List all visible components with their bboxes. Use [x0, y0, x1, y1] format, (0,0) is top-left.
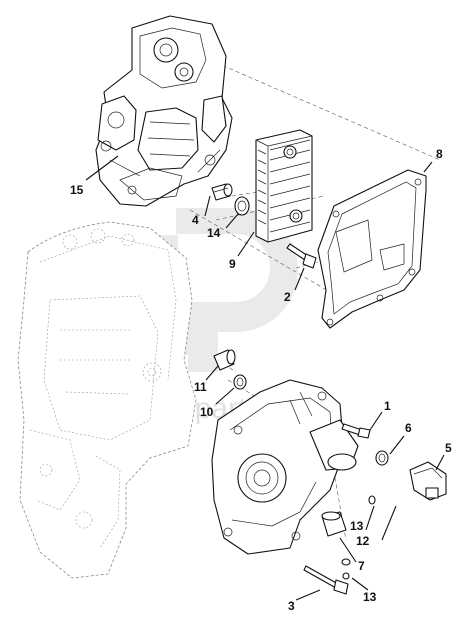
- part-12-plug: [321, 511, 347, 537]
- part-10-o-ring: [233, 374, 247, 390]
- callout-1: 1: [384, 399, 391, 413]
- callout-5: 5: [445, 441, 452, 455]
- callout-8: 8: [436, 147, 443, 161]
- callout-14: 14: [207, 226, 221, 240]
- callout-12: 12: [356, 534, 370, 548]
- part-11-sleeve: [213, 349, 236, 371]
- callout-9: 9: [229, 257, 236, 271]
- callout-11: 11: [194, 380, 207, 394]
- part-6-o-ring: [375, 450, 389, 466]
- callout-10: 10: [200, 405, 214, 419]
- part-2-bolt: [286, 243, 317, 269]
- part-13-seal-upper: [368, 495, 376, 505]
- part-9-oil-cooler: [255, 129, 313, 243]
- engine-block: [17, 221, 197, 579]
- callout-13-lower: 13: [363, 590, 377, 604]
- callout-4: 4: [192, 213, 199, 227]
- callout-2: 2: [284, 290, 291, 304]
- part-14-seal: [234, 196, 250, 216]
- part-8-gasket: [317, 169, 427, 329]
- callouts: 15 4 14 9 2 8 11 10 1 6 5 13 12 7 13 3: [70, 147, 452, 613]
- part-7-washer: [341, 558, 351, 566]
- part-4-sleeve: [211, 183, 233, 201]
- leader-lines: [85, 155, 445, 601]
- callout-15: 15: [70, 183, 84, 197]
- part-13-seal-lower: [342, 572, 350, 580]
- callout-6: 6: [405, 421, 412, 435]
- lower-housing: [211, 379, 359, 555]
- filter-housing-module: [95, 15, 233, 207]
- callout-13-upper: 13: [350, 519, 364, 533]
- part-3-long-bolt: [303, 565, 349, 595]
- callout-7: 7: [358, 559, 365, 573]
- part-5-sensor: [409, 461, 447, 501]
- part-1-bolt: [341, 423, 371, 439]
- callout-3: 3: [288, 599, 295, 613]
